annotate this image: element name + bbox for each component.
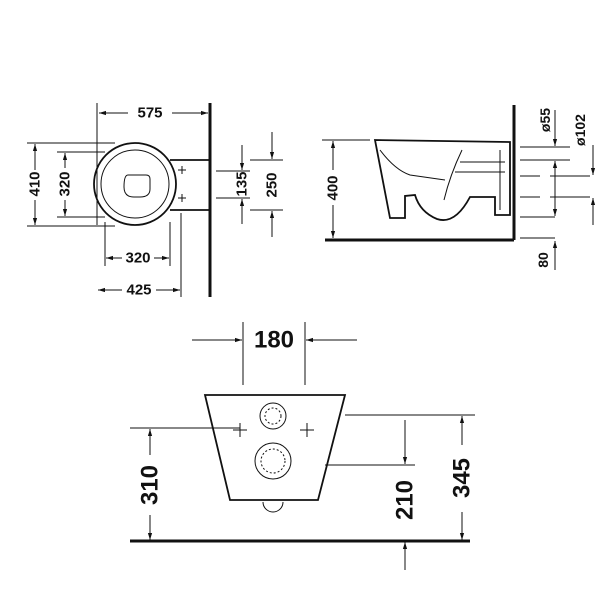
side-view: 400 ø55 ø102 80 (322, 105, 596, 270)
dim-diameter-102: ø102 (572, 114, 588, 146)
mounting-plate (170, 159, 210, 211)
dim-575: 575 (137, 105, 162, 122)
dim-135: 135 (234, 171, 251, 196)
fixing-holes-icon (233, 423, 314, 437)
dim-180: 180 (254, 327, 294, 354)
toilet-inner-lines (379, 149, 505, 210)
dim-diameter-55: ø55 (537, 108, 553, 132)
dim-400: 400 (325, 175, 342, 200)
dim-310: 310 (137, 465, 164, 505)
dim-410: 410 (27, 171, 44, 196)
front-view: 180 310 210 345 (130, 322, 476, 570)
dim-80: 80 (535, 252, 551, 268)
dim-345: 345 (449, 458, 476, 498)
dim-320-vertical: 320 (57, 171, 74, 196)
bowl-front-outline (203, 394, 347, 501)
dim-250: 250 (264, 172, 281, 197)
bowl-rim (100, 149, 170, 219)
dim-425: 425 (126, 282, 151, 299)
outlet-bottom (262, 501, 284, 513)
dim-210: 210 (392, 480, 419, 520)
dim-320-horizontal: 320 (125, 250, 150, 267)
top-view: 575 410 320 320 425 135 250 (27, 103, 283, 299)
outlet-shape (123, 174, 151, 198)
fixing-holes-icon (178, 166, 186, 202)
bowl-outline (93, 142, 177, 226)
toilet-profile (373, 139, 511, 221)
